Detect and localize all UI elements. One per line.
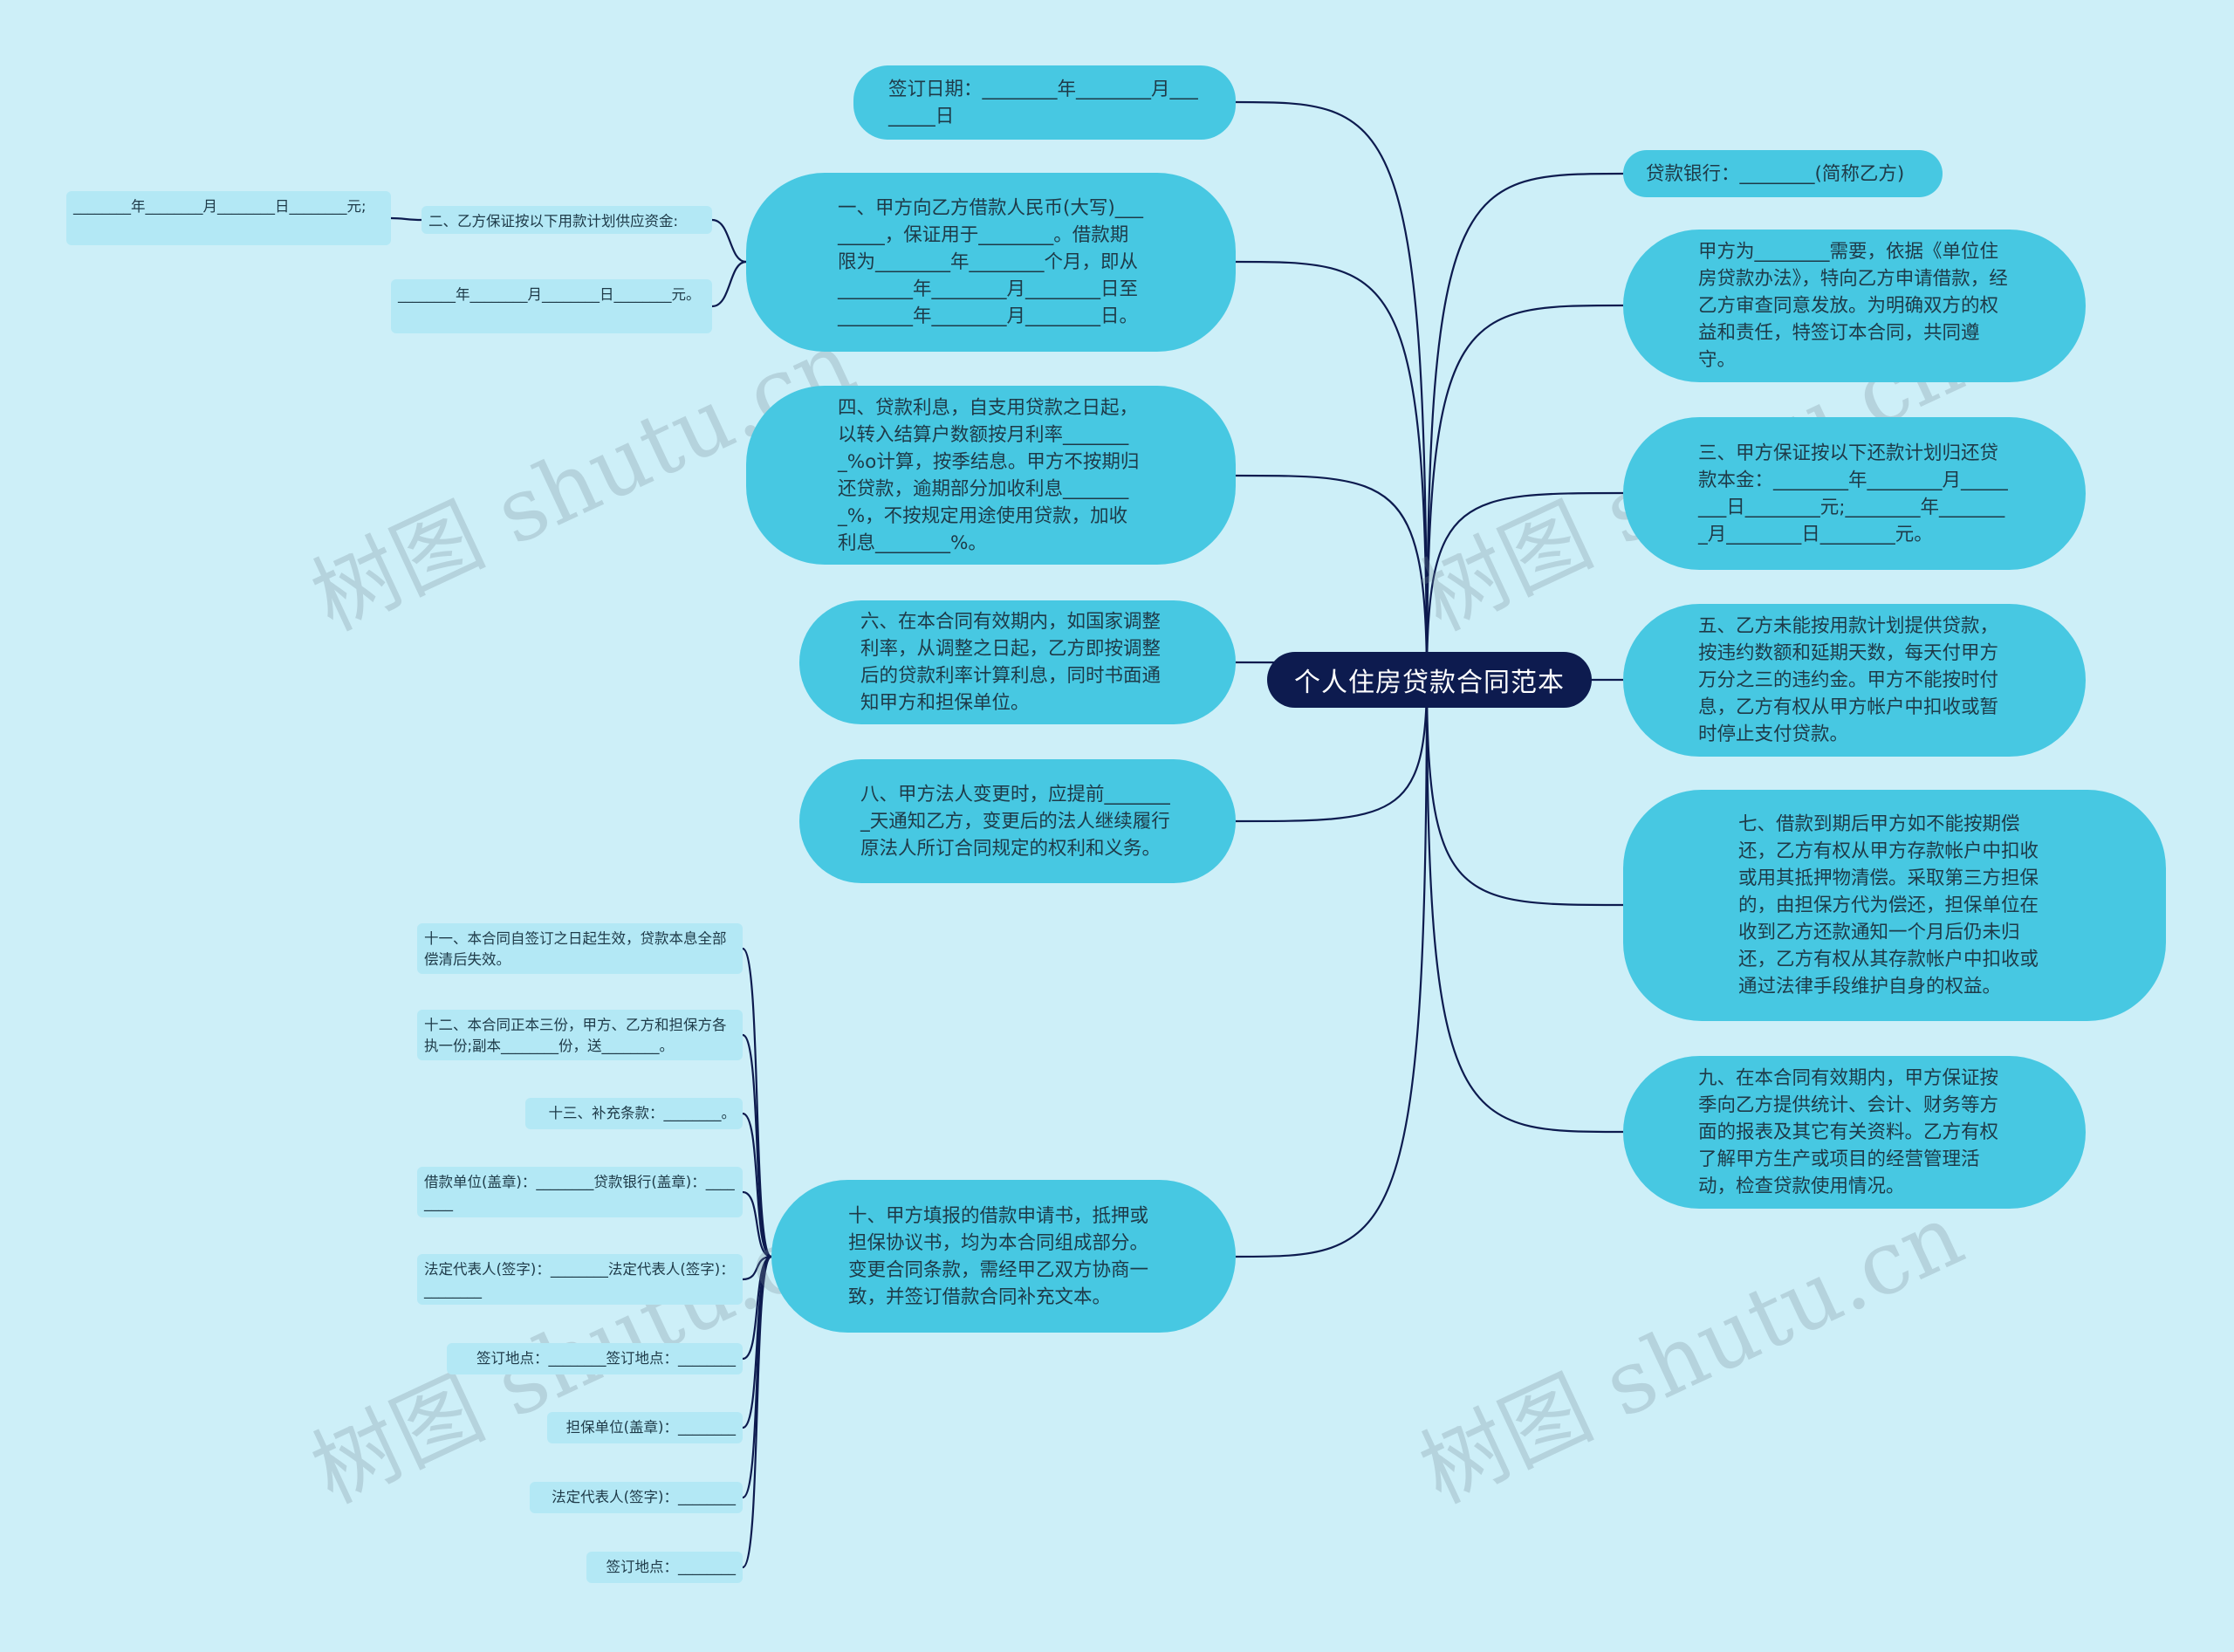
branch-text: 签订日期：________年________月________日	[888, 78, 1198, 127]
branch-text: 六、在本合同有效期内，如国家调整利率，从调整之日起，乙方即按调整后的贷款利率计算…	[860, 611, 1162, 714]
branch-text: 贷款银行：________(简称乙方)	[1646, 162, 1905, 185]
connector-right-branch	[1425, 491, 1624, 681]
leaf-signature-legal-rep[interactable]: 法定代表人(签字)：________法定代表人(签字)：________	[417, 1254, 743, 1305]
branch-signing-date[interactable]: 签订日期：________年________月________日	[853, 65, 1236, 140]
connector-leaf	[742, 1190, 772, 1258]
leaf-article-2[interactable]: 二、乙方保证按以下用款计划供应资金:	[421, 206, 712, 234]
branch-article-4[interactable]: 四、贷款利息，自支用贷款之日起，以转入结算户数额按月利率________%o计算…	[746, 386, 1236, 565]
leaf-article-13[interactable]: 十三、补充条款：________。	[525, 1098, 743, 1129]
connector-leaf	[390, 216, 422, 222]
root-label: 个人住房贷款合同范本	[1294, 668, 1565, 698]
connector-left-branch	[1235, 260, 1429, 681]
branch-text: 三、甲方保证按以下还款计划归还贷款本金：________年________月__…	[1698, 442, 2008, 545]
connector-leaf	[742, 1112, 772, 1258]
connector-right-branch	[1425, 679, 1624, 1134]
connector-leaf	[742, 1255, 772, 1499]
connector-leaf	[711, 218, 747, 264]
leaf-guarantor-signing-place[interactable]: 签订地点：________	[586, 1552, 743, 1583]
branch-text: 九、在本合同有效期内，甲方保证按季向乙方提供统计、会计、财务等方面的报表及其它有…	[1698, 1067, 1999, 1197]
connector-leaf	[742, 1033, 772, 1258]
leaf-signature-borrower[interactable]: 借款单位(盖章)：________贷款银行(盖章)：________	[417, 1167, 743, 1217]
leaf-article-12[interactable]: 十二、本合同正本三份，甲方、乙方和担保方各执一份;副本________份，送__…	[417, 1010, 743, 1060]
connector-leaf	[741, 947, 773, 1258]
connector-leaf	[711, 260, 747, 308]
connector-left-branch	[1235, 679, 1429, 823]
connector-right-branch	[1425, 172, 1624, 681]
branch-text: 七、借款到期后甲方如不能按期偿还，乙方有权从甲方存款帐户中扣收或用其抵押物清偿。…	[1738, 813, 2039, 997]
branch-lending-bank[interactable]: 贷款银行：________(简称乙方)	[1623, 150, 1943, 197]
connector-right-branch	[1425, 679, 1624, 907]
branch-text: 五、乙方未能按用款计划提供贷款，按违约数额和延期天数，每天付甲方万分之三的违约金…	[1698, 615, 1999, 745]
root-node[interactable]: 个人住房贷款合同范本	[1267, 652, 1592, 708]
branch-article-3[interactable]: 三、甲方保证按以下还款计划归还贷款本金：________年________月__…	[1623, 417, 2086, 570]
branch-article-7[interactable]: 七、借款到期后甲方如不能按期偿还，乙方有权从甲方存款帐户中扣收或用其抵押物清偿。…	[1623, 790, 2166, 1021]
connector-leaf	[741, 1255, 773, 1569]
connector-leaf	[742, 1255, 772, 1281]
connector-left-branch	[1235, 474, 1429, 681]
branch-article-8[interactable]: 八、甲方法人变更时，应提前________天通知乙方，变更后的法人继续履行原法人…	[799, 759, 1236, 883]
branch-article-10[interactable]: 十、甲方填报的借款申请书，抵押或担保协议书，均为本合同组成部分。变更合同条款，需…	[771, 1180, 1236, 1333]
leaf-signing-place-both[interactable]: 签订地点：________签订地点：________	[447, 1343, 743, 1374]
branch-text: 八、甲方法人变更时，应提前________天通知乙方，变更后的法人继续履行原法人…	[860, 783, 1170, 860]
branch-article-1[interactable]: 一、甲方向乙方借款人民币(大写)________，保证用于________。借款…	[746, 173, 1236, 352]
branch-article-9[interactable]: 九、在本合同有效期内，甲方保证按季向乙方提供统计、会计、财务等方面的报表及其它有…	[1623, 1056, 2086, 1209]
leaf-article-11[interactable]: 十一、本合同自签订之日起生效，贷款本息全部偿清后失效。	[417, 923, 743, 974]
leaf-article-2-plan-b[interactable]: ________年________月________日________元。	[391, 279, 712, 333]
branch-text: 十、甲方填报的借款申请书，抵押或担保协议书，均为本合同组成部分。变更合同条款，需…	[848, 1204, 1149, 1308]
connector-leaf	[742, 1255, 772, 1429]
leaf-guarantor-legal-rep[interactable]: 法定代表人(签字)：________	[530, 1482, 743, 1513]
branch-text: 甲方为________需要，依据《单位住房贷款办法》，特向乙方申请借款，经乙方审…	[1698, 241, 2008, 371]
branch-text: 四、贷款利息，自支用贷款之日起，以转入结算户数额按月利率________%o计算…	[838, 396, 1140, 554]
leaf-guarantor-seal[interactable]: 担保单位(盖章)：________	[547, 1412, 743, 1443]
branch-article-5[interactable]: 五、乙方未能按用款计划提供贷款，按违约数额和延期天数，每天付甲方万分之三的违约金…	[1623, 604, 2086, 757]
branch-introduction[interactable]: 甲方为________需要，依据《单位住房贷款办法》，特向乙方申请借款，经乙方审…	[1623, 230, 2086, 382]
branch-article-6[interactable]: 六、在本合同有效期内，如国家调整利率，从调整之日起，乙方即按调整后的贷款利率计算…	[799, 600, 1236, 724]
branch-text: 一、甲方向乙方借款人民币(大写)________，保证用于________。借款…	[838, 197, 1144, 327]
connector-left-branch	[1235, 100, 1429, 681]
leaf-article-2-plan-a[interactable]: ________年________月________日________元;	[66, 191, 391, 245]
connector-right-branch	[1425, 304, 1624, 681]
connector-left-branch	[1235, 679, 1429, 1258]
